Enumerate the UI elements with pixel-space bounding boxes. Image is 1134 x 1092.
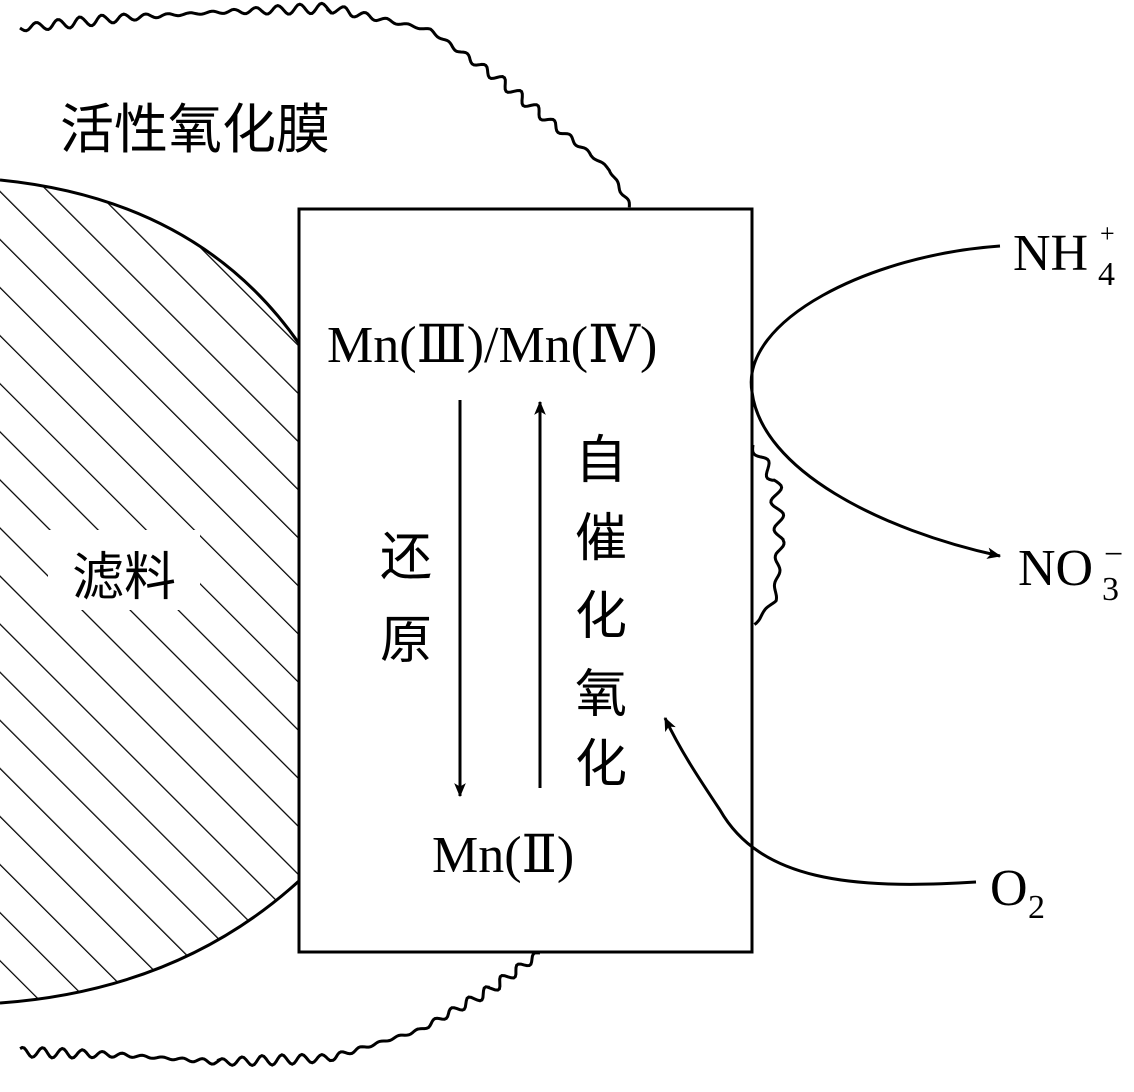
oxidation-char-1: 自 [575, 431, 627, 491]
mn-low-label: Mn(Ⅱ) [432, 827, 574, 884]
nh4-label: NH [1013, 225, 1088, 282]
oxide-film-right-wave [751, 444, 786, 626]
oxidation-char-4: 氧 [575, 665, 627, 725]
nitrification-curve [749, 244, 1002, 559]
no3-sub: 3 [1102, 571, 1119, 608]
oxidation-char-3: 化 [575, 587, 627, 647]
oxide-film-label: 活性氧化膜 [60, 98, 330, 161]
nh4-sub: 4 [1098, 256, 1115, 293]
no3-label: NO [1018, 540, 1093, 597]
filter-material-outline [0, 178, 302, 1005]
nh4-sup: + [1100, 219, 1115, 248]
filter-label-bg [48, 530, 200, 610]
oxide-film-bottom-wave [19, 951, 541, 1068]
o2-sub: 2 [1028, 889, 1045, 926]
oxide-film-top-wave [19, 1, 631, 208]
no3-sup: − [1104, 536, 1123, 573]
oxidation-char-5: 化 [575, 735, 627, 795]
o2-label: O [990, 860, 1028, 917]
manganese-box [297, 207, 754, 954]
reduction-char-2: 原 [380, 611, 432, 671]
filter-label: 滤料 [72, 548, 176, 608]
reduction-char-1: 还 [380, 528, 432, 588]
mn-high-label: Mn(Ⅲ)/Mn(Ⅳ) [327, 317, 657, 374]
oxygen-curve [663, 716, 977, 886]
oxidation-char-2: 催 [575, 509, 627, 569]
